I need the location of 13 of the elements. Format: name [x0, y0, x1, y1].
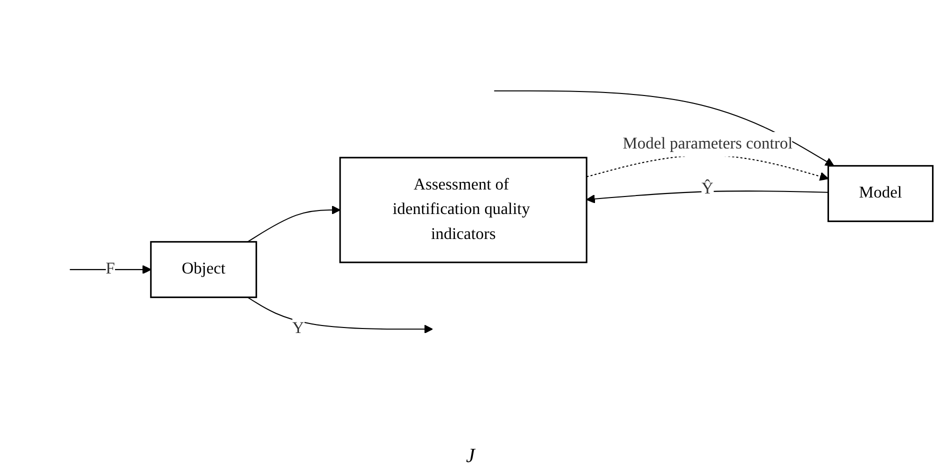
node-box: Model	[827, 165, 934, 222]
arrow	[586, 190, 828, 204]
edge-label: Model parameters control	[622, 135, 793, 153]
arrow	[247, 205, 340, 242]
arrow	[247, 296, 433, 334]
node-box: Assessment of identification quality indicators	[339, 156, 588, 264]
signal-label: J	[466, 445, 475, 467]
edge-label: Y	[292, 320, 304, 338]
arrow	[494, 90, 834, 166]
edge-label: F	[106, 260, 115, 278]
arrow	[70, 265, 152, 274]
node-box: Object	[150, 241, 258, 298]
edge-label: Ŷ	[701, 180, 714, 198]
